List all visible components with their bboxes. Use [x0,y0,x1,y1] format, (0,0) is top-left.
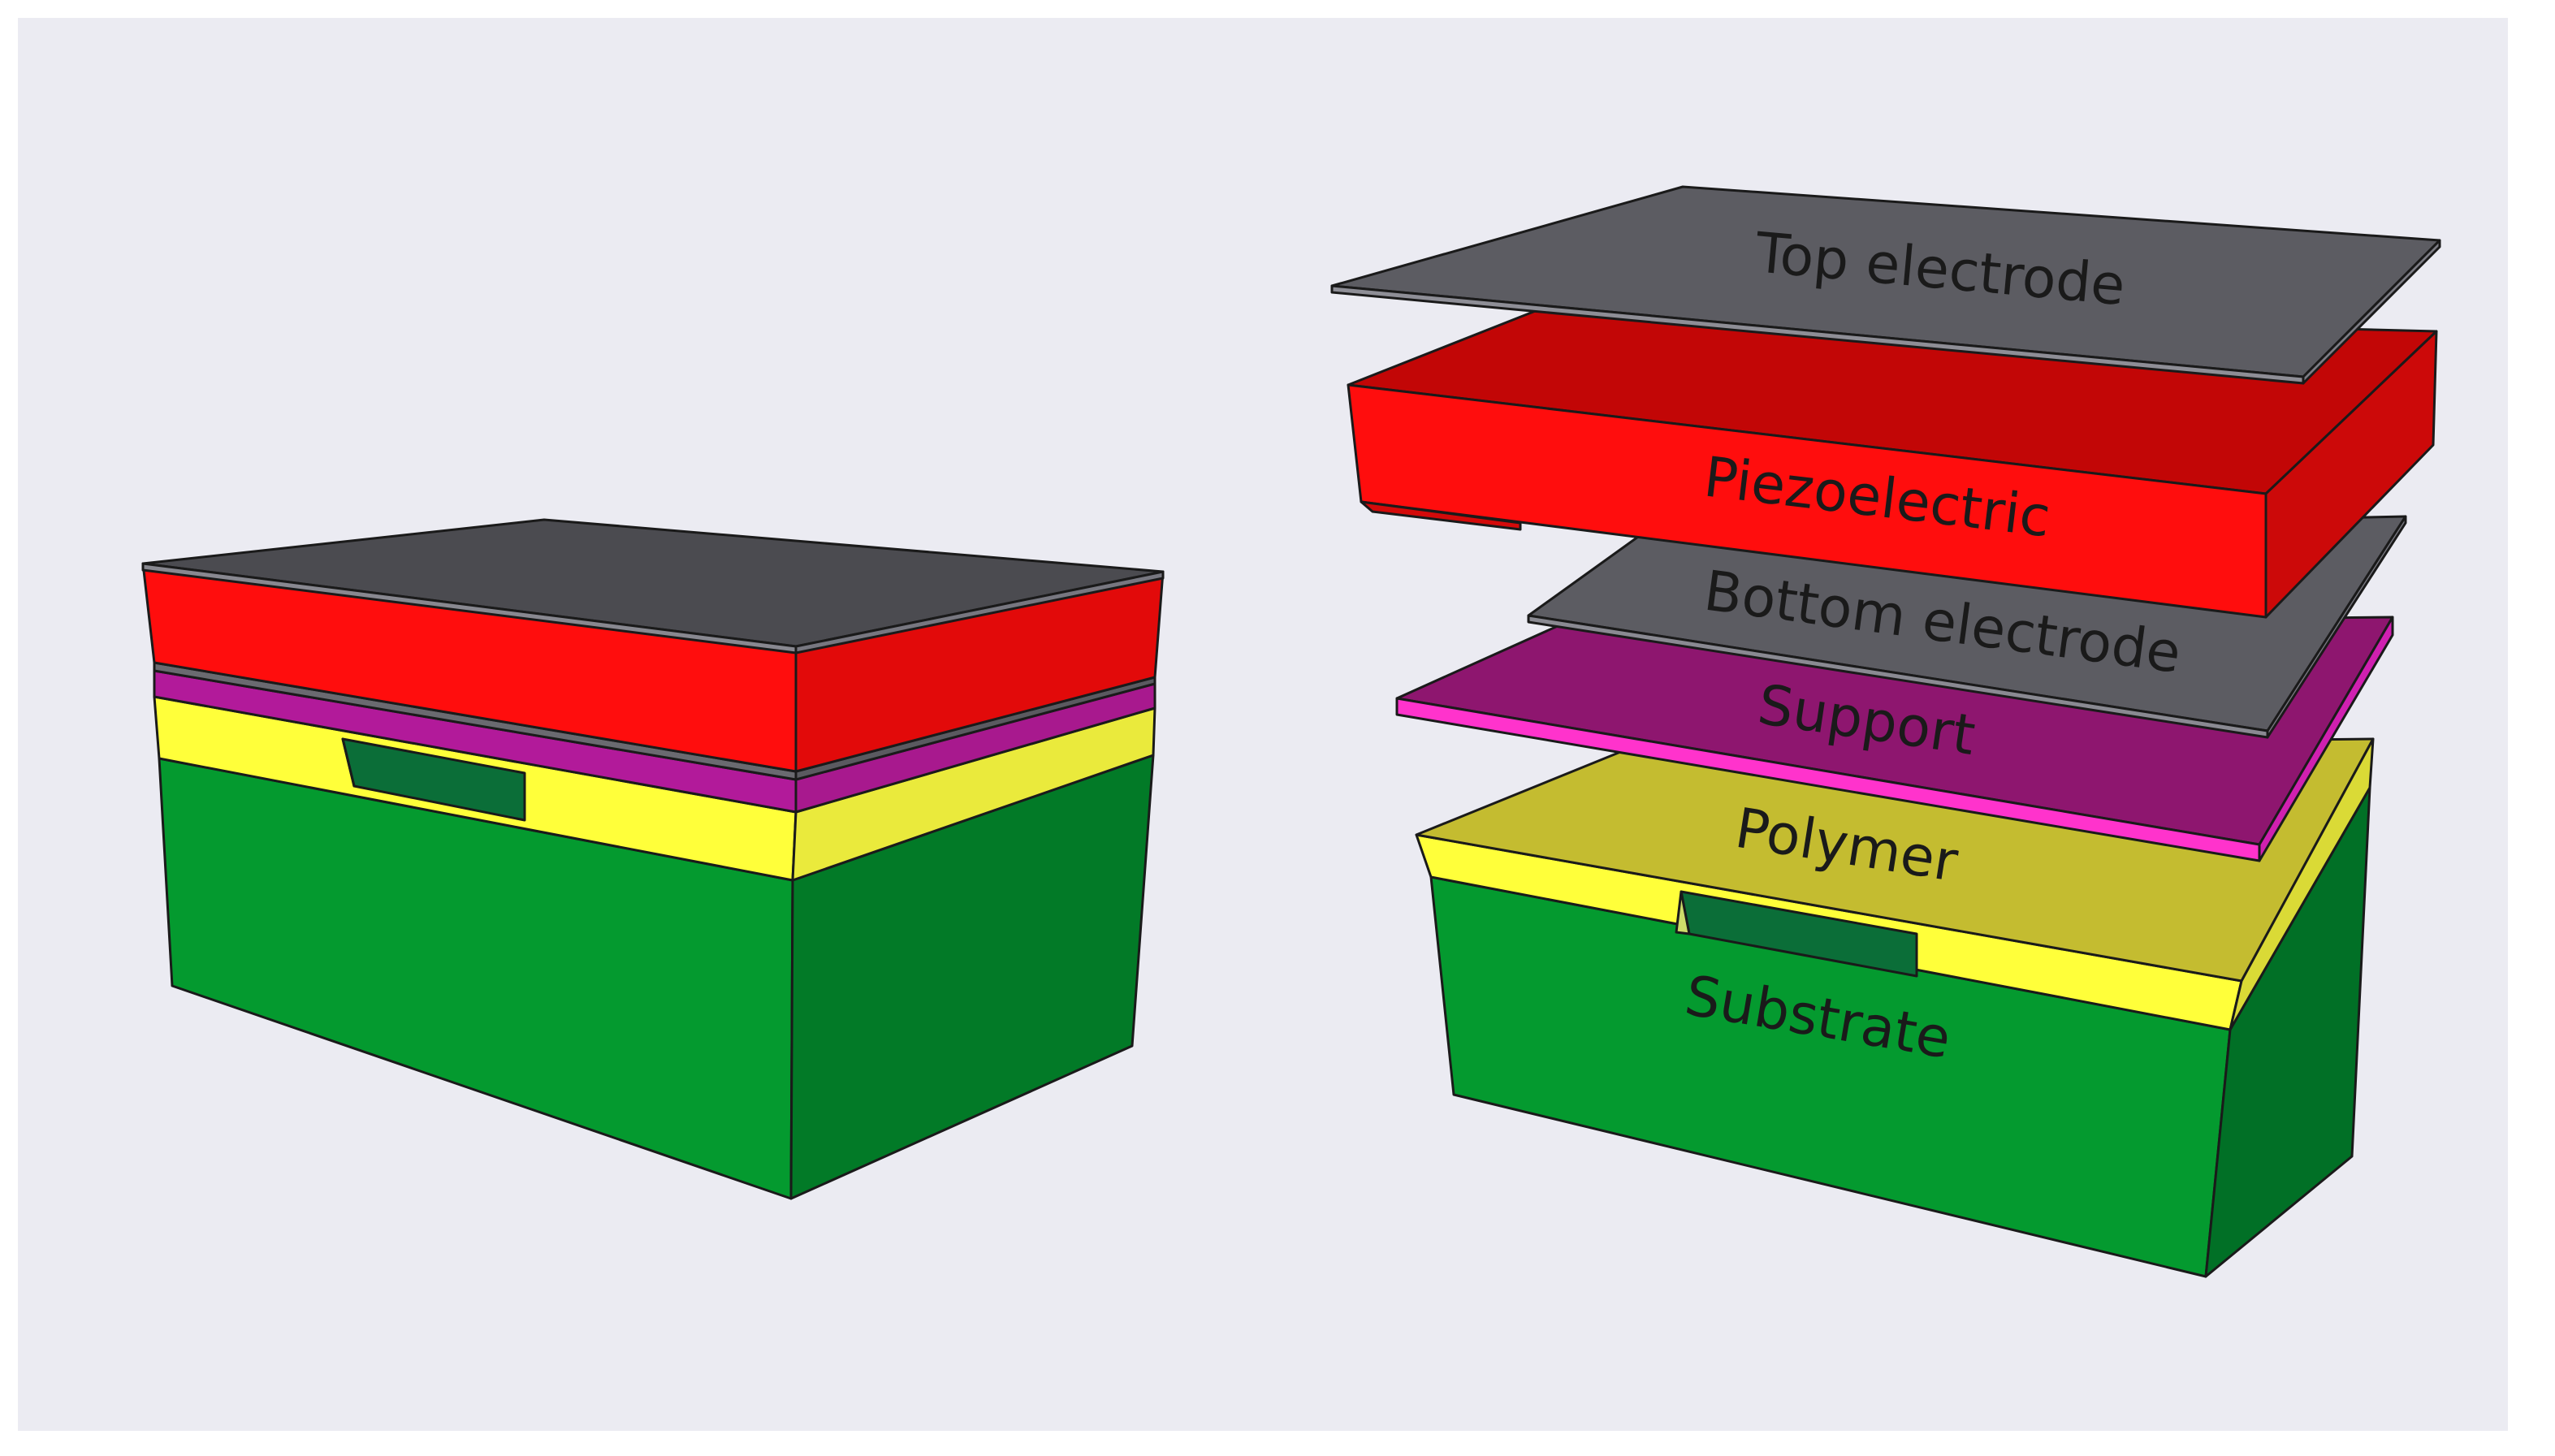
assembled-substrate [158,754,1155,1200]
assembled-piezoelectric [141,562,1165,773]
assembled-top-electrode [141,518,1165,655]
assembled-polymer [153,695,1156,882]
exploded-stack [1330,185,2441,1278]
assembled-stack [141,518,1165,1200]
exploded-top-electrode [1330,185,2441,385]
assembled-support [153,669,1156,814]
